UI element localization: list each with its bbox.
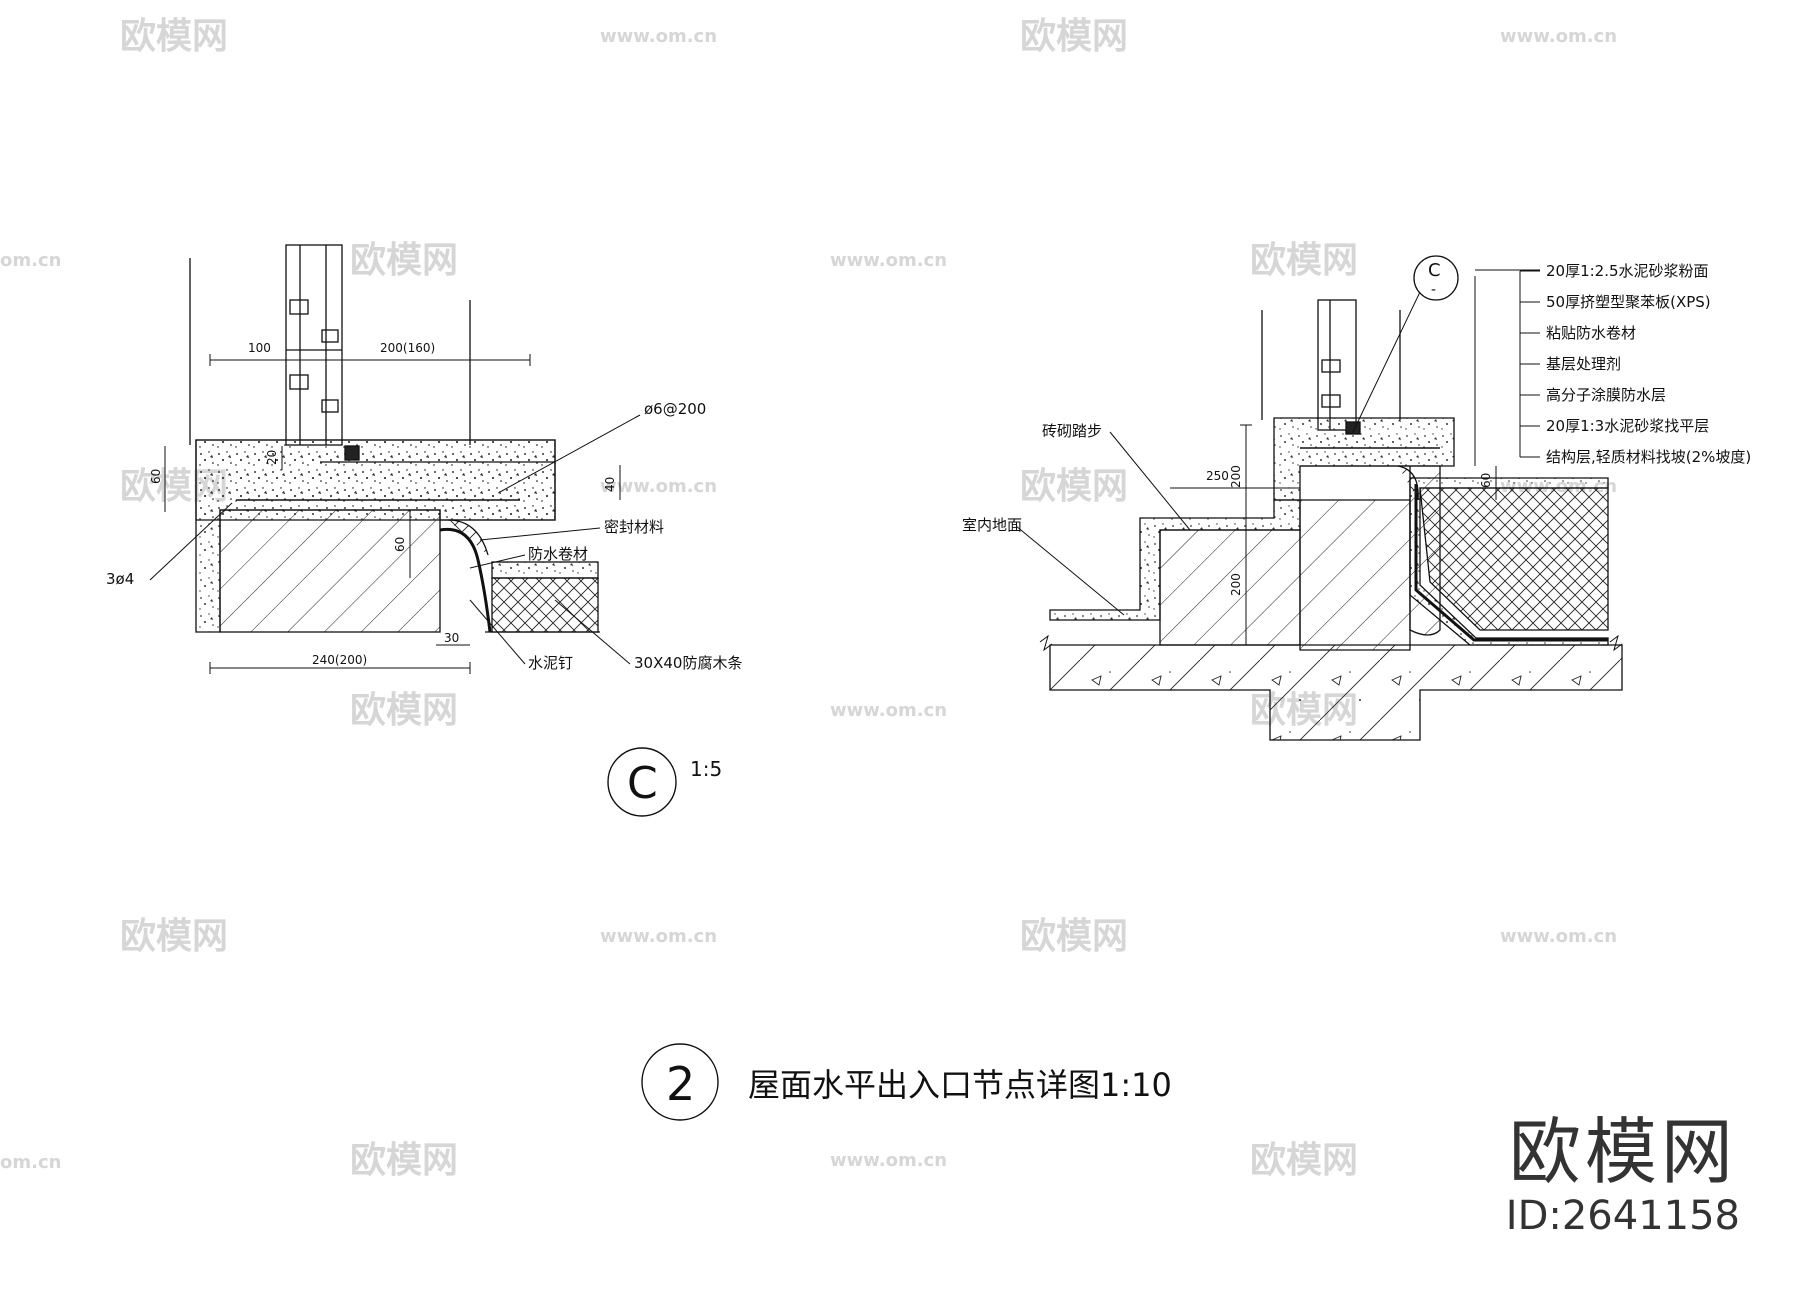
drawing-title: 2 屋面水平出入口节点详图 1:10	[641, 1043, 1172, 1121]
watermark-url: www.om.cn	[600, 476, 717, 497]
wall-masonry	[219, 509, 441, 633]
dim-250: 250	[1206, 469, 1229, 483]
watermark-logo: 欧模网	[120, 916, 228, 957]
watermark-logo: 欧模网	[1020, 916, 1128, 957]
xps-insulation	[1419, 487, 1609, 631]
watermark-url: www.om.cn	[600, 26, 717, 47]
label-wood-strip: 30X40防腐木条	[634, 654, 742, 672]
watermark-logo: 欧模网	[120, 16, 228, 57]
dim-200-a: 200	[1229, 465, 1243, 488]
label-indoor-floor: 室内地面	[962, 516, 1022, 534]
brand-block: 欧模网 ID:2641158	[1506, 1112, 1740, 1240]
watermark-url-fragment: om.cn	[0, 1152, 61, 1173]
watermark-logo: 欧模网	[1020, 16, 1128, 57]
brand-name: 欧模网	[1508, 1110, 1737, 1194]
layer-label: 20厚1:3水泥砂浆找平层	[1546, 417, 1709, 435]
window-frame	[285, 244, 343, 446]
watermark-logo: 欧模网	[1250, 1140, 1358, 1181]
layer-label: 基层处理剂	[1546, 355, 1621, 373]
label-rebar: ø6@200	[644, 400, 706, 418]
layer-label: 结构层,轻质材料找坡(2%坡度)	[1546, 448, 1751, 466]
watermark-logo: 欧模网	[350, 690, 458, 731]
dim-60-a: 60	[149, 469, 163, 484]
layer-label: 高分子涂膜防水层	[1546, 386, 1666, 404]
dim-20: 20	[265, 450, 279, 465]
dim-40: 40	[603, 477, 617, 492]
main-detail-texts: 砖砌踏步 室内地面 250 200 200 60 C - 20厚1:2.5水泥砂…	[962, 260, 1751, 596]
watermark-url: www.om.cn	[1500, 926, 1617, 947]
watermark-logo: 欧模网	[1020, 466, 1128, 507]
dim-30: 30	[444, 631, 459, 645]
layer-list: 20厚1:2.5水泥砂浆粉面 50厚挤塑型聚苯板(XPS) 粘贴防水卷材基层处理剂高…	[1519, 262, 1751, 466]
dim-60-b: 60	[393, 537, 407, 552]
title-scale: 1:10	[1100, 1066, 1172, 1104]
marker-letter: C	[627, 758, 658, 809]
dim-100: 100	[248, 341, 271, 355]
main-callout-bubble	[1413, 255, 1459, 301]
brand-id: ID:2641158	[1505, 1193, 1740, 1239]
title-text: 屋面水平出入口节点详图	[748, 1066, 1100, 1104]
watermark-logo: 欧模网	[350, 1140, 458, 1181]
layer-label: 20厚1:2.5水泥砂浆粉面	[1546, 262, 1709, 280]
label-brick-step: 砖砌踏步	[1042, 422, 1102, 440]
callout-sheet: -	[1431, 282, 1436, 298]
detail-c-section	[149, 244, 677, 817]
watermark-logo: 欧模网	[1250, 240, 1358, 281]
detail-c-texts: 100 200(160) 60 20 40 60 30 240(200) ø6@…	[106, 341, 742, 809]
title-number: 2	[666, 1057, 695, 1111]
label-bottom-rebar: 3ø4	[106, 570, 134, 588]
watermark-url: www.om.cn	[830, 700, 947, 721]
watermark-url-fragment: om.cn	[0, 250, 61, 271]
watermark-url: www.om.cn	[1500, 26, 1617, 47]
layer-label: 50厚挤塑型聚苯板(XPS)	[1546, 293, 1711, 311]
layer-label: 粘贴防水卷材	[1546, 324, 1636, 342]
watermark-url: www.om.cn	[830, 1150, 947, 1171]
marker-scale: 1:5	[690, 757, 722, 781]
callout-letter: C	[1428, 260, 1441, 281]
label-membrane: 防水卷材	[528, 545, 588, 563]
label-sealant: 密封材料	[604, 518, 664, 536]
dim-200-160: 200(160)	[380, 341, 435, 355]
watermark-logo: 欧模网	[350, 240, 458, 281]
title-number-circle	[641, 1043, 719, 1121]
label-nail: 水泥钉	[528, 654, 573, 672]
watermark-url: www.om.cn	[600, 926, 717, 947]
dim-60: 60	[1479, 473, 1493, 488]
main-detail-section	[1015, 255, 1623, 741]
main-window-frame	[1317, 299, 1357, 431]
dim-200-b: 200	[1229, 573, 1243, 596]
watermark-url: www.om.cn	[830, 250, 947, 271]
detail-c-marker	[607, 747, 677, 817]
dim-240-200: 240(200)	[312, 653, 367, 667]
